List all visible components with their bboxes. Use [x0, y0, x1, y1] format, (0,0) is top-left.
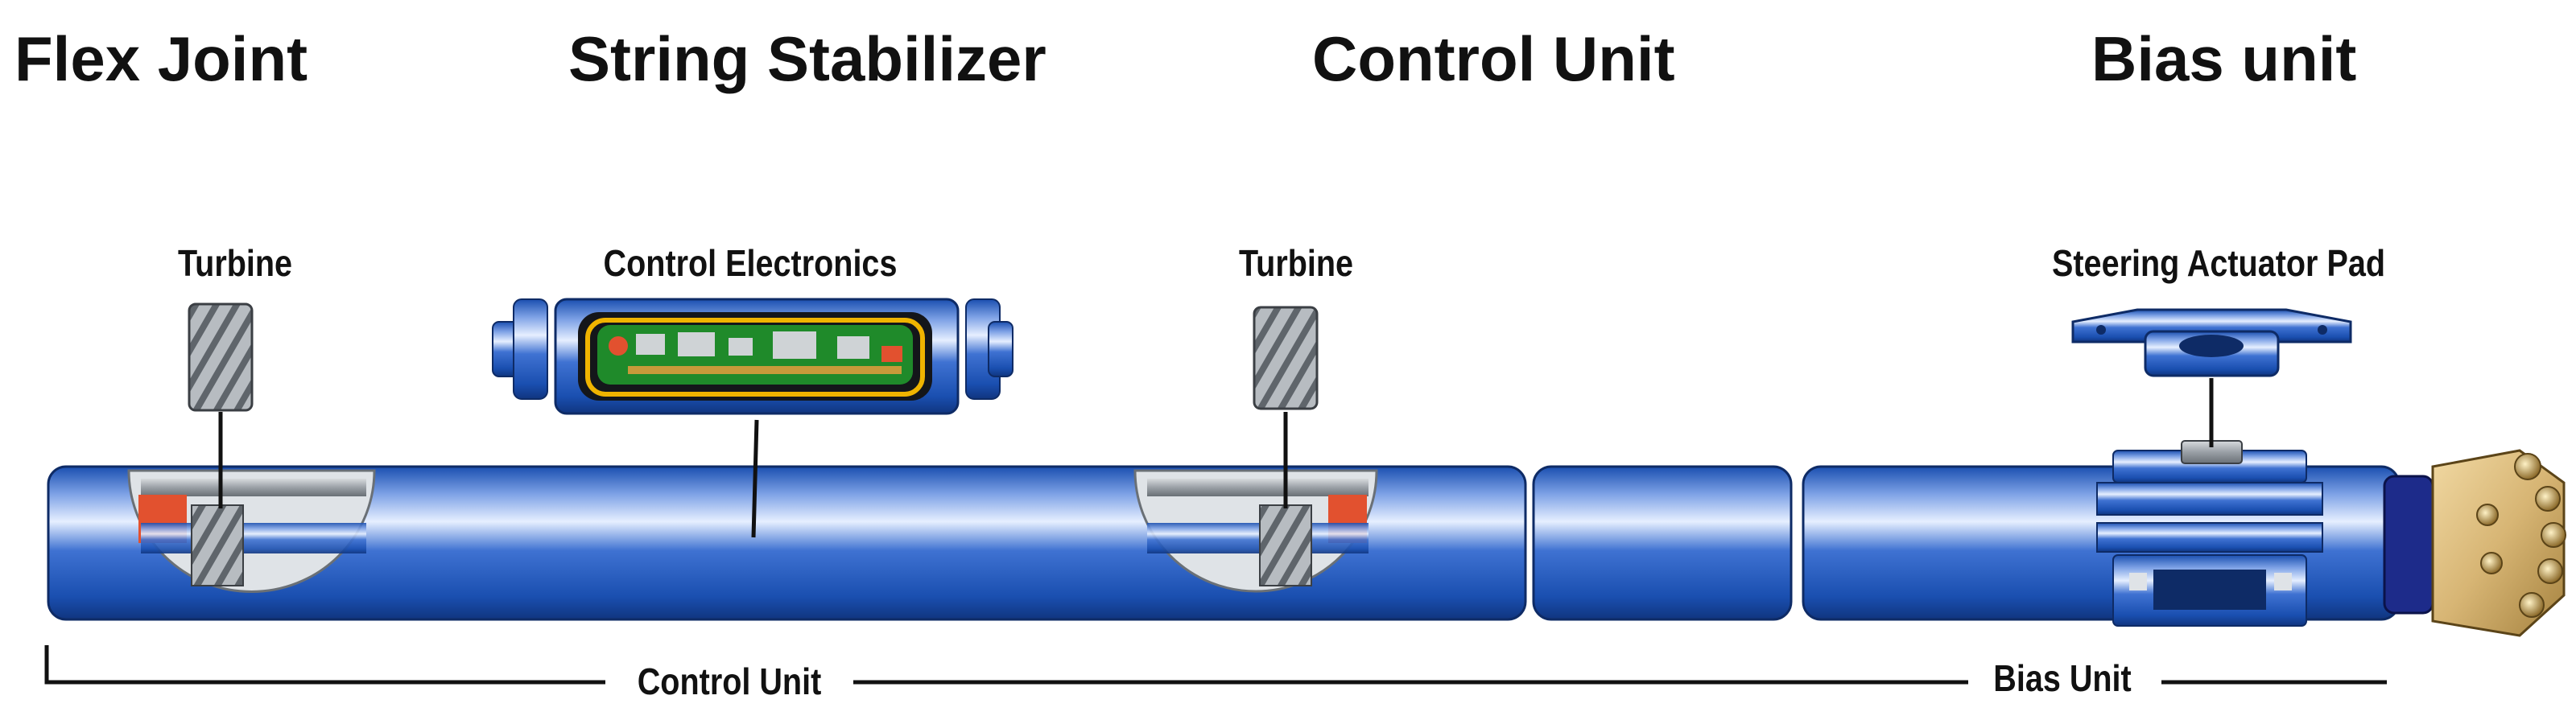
cutaway-right	[1133, 469, 1378, 593]
turbine-in-collar-left	[191, 504, 244, 586]
leader-lines	[218, 378, 2214, 538]
heading-control-unit: Control Unit	[1312, 23, 1675, 94]
turbine-in-collar-right	[1259, 504, 1312, 586]
turbine-right-icon	[1253, 306, 1319, 410]
bias-unit-pad-housing	[2096, 440, 2323, 627]
span-line-left	[44, 645, 605, 685]
heading-flex-joint: Flex Joint	[14, 23, 308, 94]
label-turbine-right: Turbine	[1238, 242, 1354, 284]
label-turbine-left: Turbine	[177, 242, 293, 284]
span-label-control-unit: Control Unit	[637, 660, 822, 702]
leader-control-electronics	[751, 419, 759, 538]
heading-bias-unit: Bias unit	[2091, 23, 2357, 94]
collar-connector-segment	[1532, 465, 1793, 621]
label-steering-actuator-pad: Steering Actuator Pad	[2052, 242, 2385, 284]
turbine-left-icon	[188, 302, 254, 412]
label-control-electronics: Control Electronics	[603, 242, 898, 284]
span-label-bias-unit: Bias Unit	[1993, 657, 2132, 699]
span-brackets	[44, 645, 2387, 685]
drill-bit-icon	[2383, 449, 2566, 637]
heading-string-stabilizer: String Stabilizer	[568, 23, 1046, 94]
control-electronics-module	[492, 298, 1013, 415]
steering-actuator-pad-icon	[2071, 308, 2352, 377]
cutaway-left	[127, 469, 376, 593]
